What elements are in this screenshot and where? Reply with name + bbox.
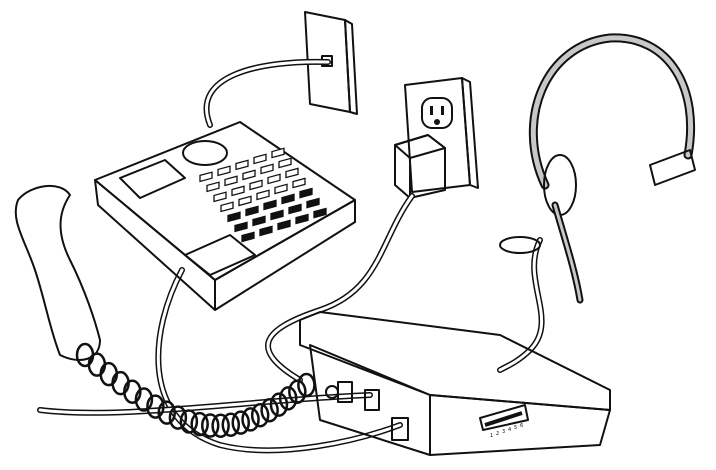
handset [14, 184, 101, 361]
keypad-key[interactable] [299, 187, 313, 199]
keypad-key[interactable] [278, 157, 292, 169]
keypad-key[interactable] [256, 189, 270, 201]
keypad-key[interactable] [249, 179, 263, 191]
keypad-key[interactable] [234, 221, 248, 233]
coil-loop [231, 410, 251, 435]
keypad-key[interactable] [281, 193, 295, 205]
keypad-key[interactable] [259, 225, 273, 237]
keypad-key[interactable] [313, 207, 327, 219]
keypad-key[interactable] [213, 191, 227, 203]
coil-loop [288, 379, 307, 405]
coil-loop [123, 379, 142, 404]
coil-loop [168, 405, 188, 430]
switch-label: 5 [514, 425, 517, 431]
headset [499, 33, 696, 304]
coil-loop [211, 413, 230, 439]
keypad-key[interactable] [270, 209, 284, 221]
keypad-key[interactable] [306, 197, 320, 209]
coil-loop [260, 398, 279, 423]
keypad-key[interactable] [238, 195, 252, 207]
keypad-key[interactable] [267, 173, 281, 185]
switch-label: 1 [490, 433, 493, 439]
keypad-key[interactable] [277, 219, 291, 231]
coil-loop [75, 342, 95, 368]
coil-loop [146, 394, 165, 419]
keypad-key[interactable] [252, 215, 266, 227]
keypad-key[interactable] [235, 159, 249, 171]
switch-label: 4 [508, 427, 511, 433]
coil-loop [190, 411, 209, 437]
handset-jack[interactable] [364, 389, 380, 411]
switch-label: 2 [496, 431, 499, 437]
keypad-key[interactable] [271, 147, 285, 159]
keypad-key[interactable] [220, 201, 234, 213]
keypad-key[interactable] [285, 167, 299, 179]
phone-jack[interactable] [391, 417, 409, 441]
coil-loop [87, 352, 107, 377]
switch-label: 3 [502, 429, 505, 435]
keypad-key[interactable] [231, 185, 245, 197]
power-outlet [404, 77, 479, 193]
keypad [199, 147, 327, 243]
coil-loop [241, 407, 260, 432]
coil-loop [157, 400, 176, 425]
cords [37, 58, 545, 454]
desk-telephone [94, 121, 356, 311]
coil-loop [250, 403, 270, 428]
coil-loop [200, 413, 220, 438]
switch-label: 6 [520, 423, 523, 429]
power-adapter [394, 134, 446, 199]
keypad-key[interactable] [242, 169, 256, 181]
keypad-key[interactable] [253, 153, 267, 165]
keypad-key[interactable] [227, 211, 241, 223]
keypad-key[interactable] [295, 213, 309, 225]
keypad-key[interactable] [224, 175, 238, 187]
keypad-key[interactable] [206, 181, 220, 193]
keypad-key[interactable] [263, 199, 277, 211]
coil-loop [278, 386, 298, 411]
keypad-key[interactable] [274, 183, 288, 195]
keypad-key[interactable] [217, 165, 231, 177]
keypad-key[interactable] [241, 231, 255, 243]
keypad-key[interactable] [292, 177, 306, 189]
coil-loop [179, 409, 199, 434]
coil-loop [134, 387, 154, 412]
keypad-key[interactable] [199, 171, 213, 183]
coiled-cord [75, 342, 316, 439]
coil-loop [221, 412, 241, 438]
coil-loop [269, 392, 289, 417]
keypad-key[interactable] [260, 163, 274, 175]
keypad-key[interactable] [288, 203, 302, 215]
keypad-key[interactable] [245, 205, 259, 217]
